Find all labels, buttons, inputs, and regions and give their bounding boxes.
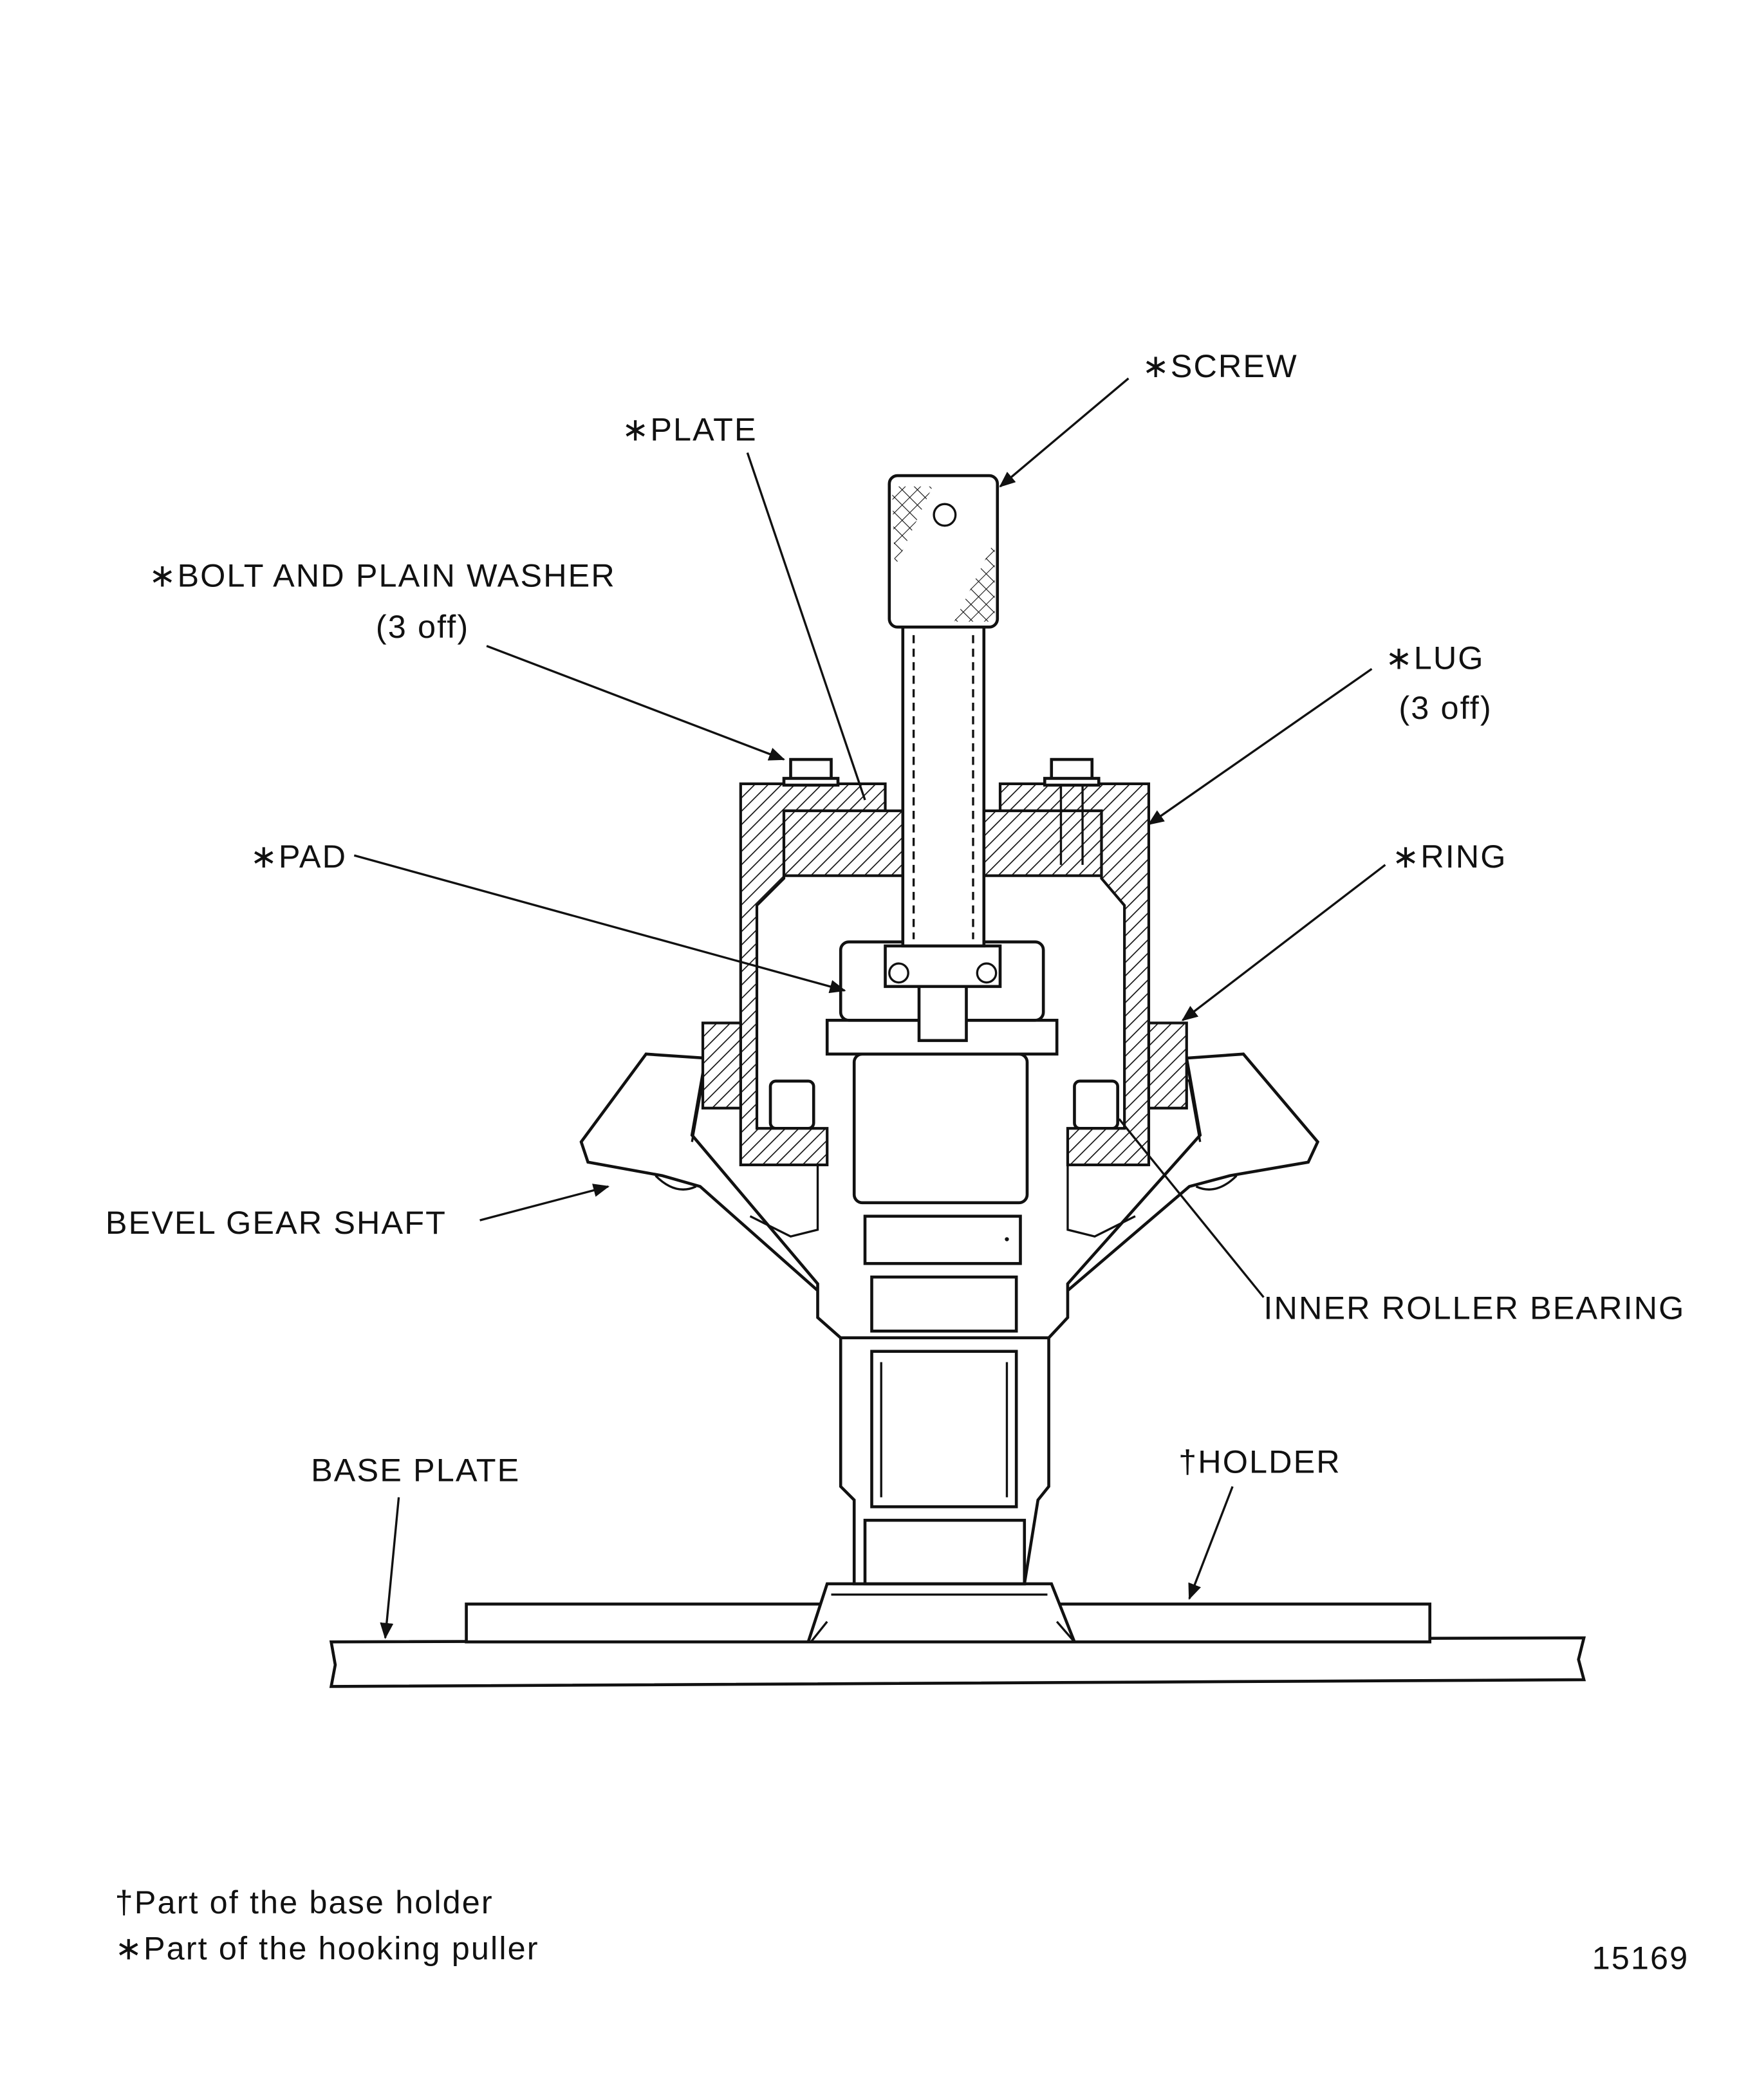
label-plate: ∗PLATE xyxy=(622,411,758,448)
ring xyxy=(701,1021,1188,1110)
label-bevel-gear-shaft: BEVEL GEAR SHAFT xyxy=(106,1204,447,1241)
label-lug-qty: (3 off) xyxy=(1399,689,1492,726)
legend-dagger: †Part of the base holder xyxy=(115,1884,494,1920)
leader-lines xyxy=(353,377,1386,1639)
label-lug: ∗LUG xyxy=(1385,639,1484,676)
label-bolt: ∗BOLT AND PLAIN WASHER xyxy=(149,557,616,593)
legend-asterisk: ∗Part of the hooking puller xyxy=(115,1930,539,1967)
label-base-plate: BASE PLATE xyxy=(311,1451,520,1488)
label-holder: †HOLDER xyxy=(1178,1444,1341,1480)
label-inner-roller-bearing: INNER ROLLER BEARING xyxy=(1263,1289,1685,1326)
holder xyxy=(465,1582,1432,1644)
figure-number: 15169 xyxy=(1592,1939,1689,1976)
inner-roller-bearing xyxy=(768,1079,1119,1130)
label-bolt-qty: (3 off) xyxy=(376,608,469,645)
label-ring: ∗RING xyxy=(1392,838,1507,875)
label-pad: ∗PAD xyxy=(250,838,347,875)
bolt-and-washer xyxy=(782,757,1101,865)
shaft-internals xyxy=(825,1018,1059,1586)
screw xyxy=(888,474,999,948)
label-screw: ∗SCREW xyxy=(1142,348,1297,384)
base-plate xyxy=(329,1636,1586,1688)
pad xyxy=(839,940,1045,1043)
